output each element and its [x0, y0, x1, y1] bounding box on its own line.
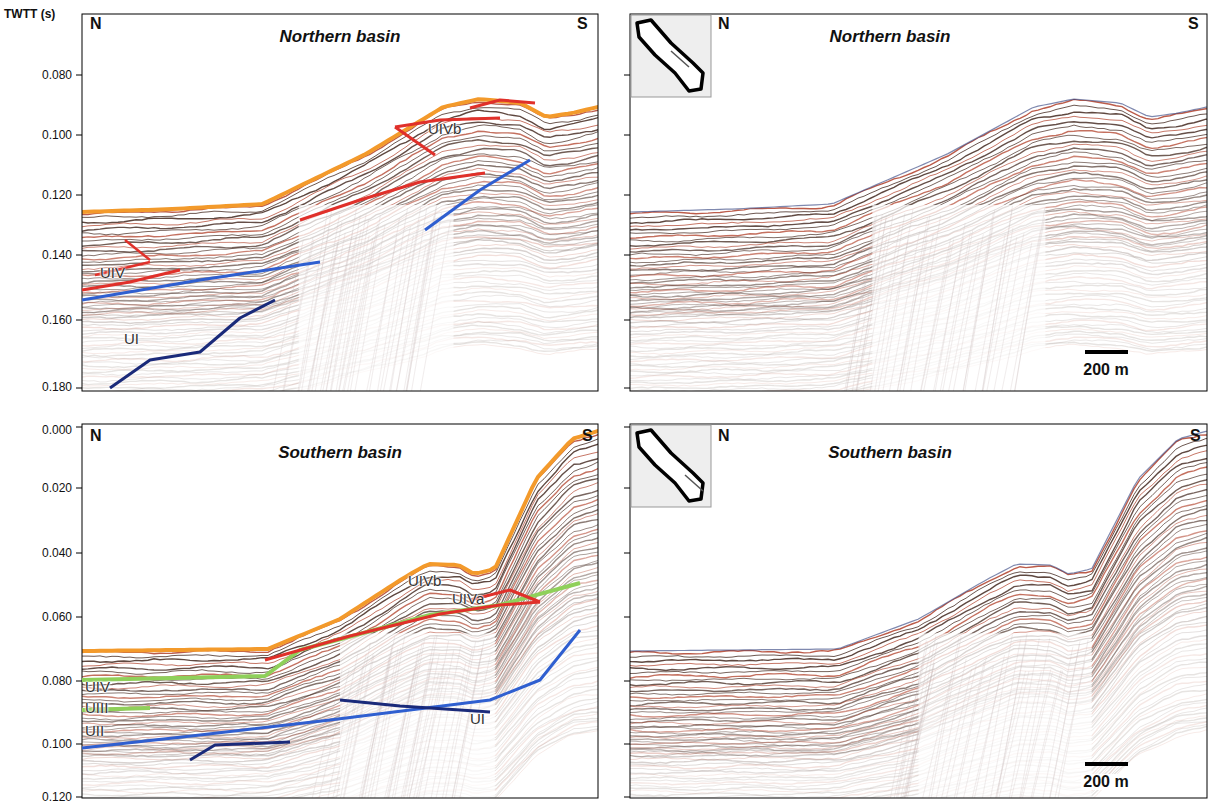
unit-label: UI — [470, 711, 485, 726]
horizon-line — [265, 602, 540, 660]
axis-tick — [624, 255, 630, 256]
panel-title: Northern basin — [280, 28, 401, 45]
scale-label: 200 m — [1081, 362, 1130, 378]
panel-title: Northern basin — [830, 28, 951, 45]
axis-tick — [76, 75, 82, 76]
direction-label: N — [718, 428, 730, 444]
direction-label: S — [582, 428, 593, 444]
axis-tick — [624, 744, 630, 745]
horizon-line — [470, 100, 535, 108]
axis-tick — [76, 553, 82, 554]
seismic-panel — [630, 14, 1207, 391]
axis-tick — [624, 195, 630, 196]
axis-tick — [624, 488, 630, 489]
axis-value: 0.160 — [42, 314, 72, 326]
seafloor-horizon — [82, 431, 598, 651]
axis-tick — [624, 388, 630, 389]
direction-label: N — [90, 428, 102, 444]
seismic-panel — [630, 424, 1207, 798]
horizon-line — [340, 700, 490, 712]
lake-outline — [637, 430, 703, 501]
horizon-line — [82, 583, 580, 680]
horizon-line — [300, 173, 485, 220]
unit-label: UII — [85, 723, 104, 738]
horizon-line — [125, 240, 150, 260]
axis-value: 0.140 — [42, 249, 72, 261]
seismic-panel — [82, 424, 598, 798]
axis-tick — [76, 617, 82, 618]
axis-value: 0.120 — [42, 189, 72, 201]
scale-label: 200 m — [1081, 774, 1130, 790]
location-inset — [631, 425, 711, 507]
axis-value: 0.040 — [42, 547, 72, 559]
axis-value: 0.060 — [42, 611, 72, 623]
axis-tick — [624, 681, 630, 682]
axis-value: 0.020 — [42, 482, 72, 494]
panel-title: Southern basin — [828, 444, 952, 461]
direction-label: N — [90, 16, 102, 32]
profile-location — [671, 51, 689, 67]
unit-label: UIVb — [408, 573, 441, 588]
horizon-line — [190, 742, 290, 760]
unit-label: UIVa — [452, 591, 484, 606]
scale-bar — [1085, 762, 1128, 766]
axis-tick — [624, 617, 630, 618]
direction-label: S — [577, 16, 588, 32]
axis-tick — [624, 797, 630, 798]
unit-label: UIV — [100, 265, 125, 280]
axis-title: TWTT (s) — [4, 8, 55, 20]
direction-label: S — [1188, 16, 1199, 32]
unit-label: UIII — [85, 700, 108, 715]
panel-title: Southern basin — [278, 444, 402, 461]
horizon-line — [110, 300, 275, 388]
axis-value: 0.080 — [42, 675, 72, 687]
seafloor-horizon — [82, 99, 598, 212]
axis-tick — [76, 427, 82, 428]
axis-tick — [624, 553, 630, 554]
axis-value: 0.120 — [42, 791, 72, 803]
scale-bar — [1085, 350, 1128, 354]
direction-label: S — [1190, 428, 1201, 444]
axis-tick — [76, 797, 82, 798]
axis-tick — [76, 255, 82, 256]
axis-tick — [76, 388, 82, 389]
axis-value: 0.080 — [42, 69, 72, 81]
axis-value: 0.180 — [42, 381, 72, 393]
direction-label: N — [718, 16, 730, 32]
location-inset — [631, 15, 711, 97]
horizon-line — [82, 630, 580, 748]
horizon-line — [82, 262, 320, 300]
horizon-line — [82, 270, 180, 290]
seismic-panel — [82, 14, 598, 391]
unit-label: UI — [124, 331, 139, 346]
axis-value: 0.100 — [42, 738, 72, 750]
axis-tick — [624, 75, 630, 76]
horizon-line — [425, 160, 530, 230]
profile-location — [685, 475, 703, 491]
lake-outline — [637, 20, 703, 91]
axis-tick — [76, 135, 82, 136]
unit-label: UIV — [85, 679, 110, 694]
axis-tick — [76, 744, 82, 745]
axis-tick — [624, 320, 630, 321]
axis-tick — [624, 427, 630, 428]
axis-value: 0.100 — [42, 129, 72, 141]
axis-tick — [76, 195, 82, 196]
unit-label: UIVb — [428, 121, 461, 136]
axis-tick — [624, 135, 630, 136]
axis-tick — [76, 488, 82, 489]
axis-tick — [76, 320, 82, 321]
axis-tick — [76, 681, 82, 682]
axis-value: 0.000 — [42, 424, 72, 436]
